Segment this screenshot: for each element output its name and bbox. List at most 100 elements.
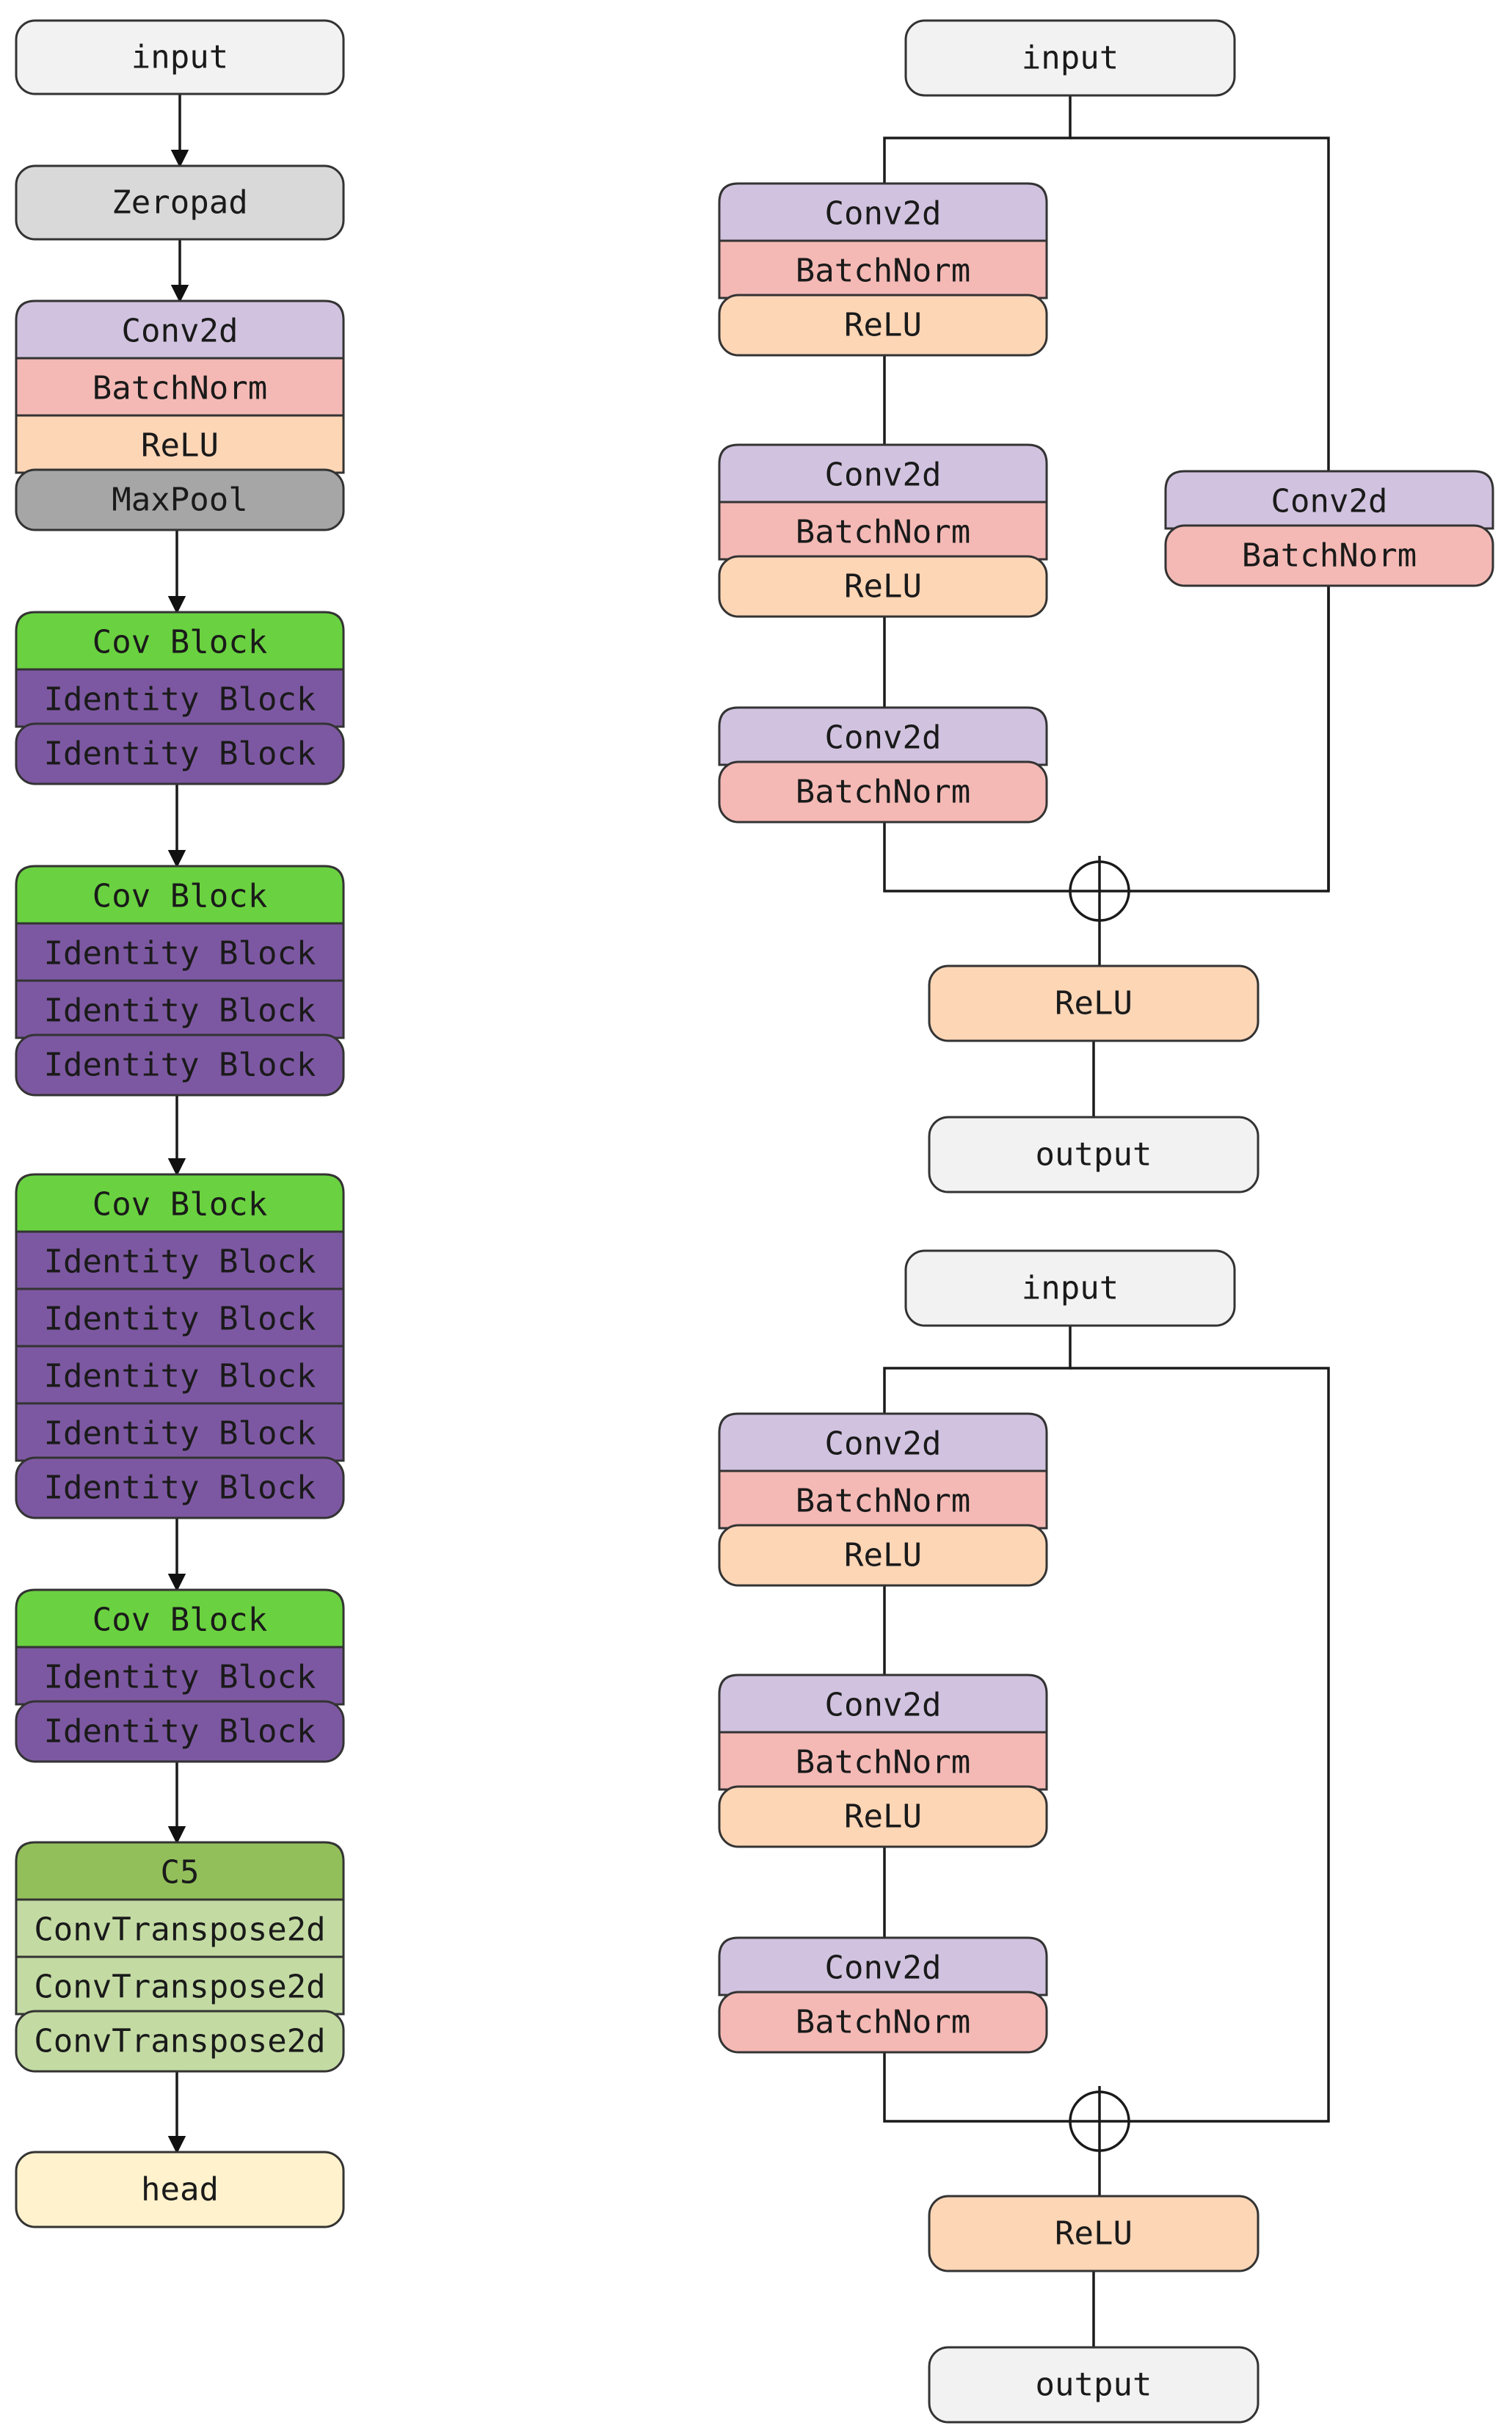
- conv_block-group2-batchnorm-label: BatchNorm: [796, 514, 970, 551]
- stem-maxpool-label: MaxPool: [112, 482, 247, 519]
- stem-relu-shape: [15, 414, 345, 474]
- conv_block-output-node-shape: [928, 1116, 1260, 1193]
- conv_block-add-cross: [1070, 862, 1129, 920]
- conv_block-shortcut-batchnorm-label: BatchNorm: [1242, 537, 1417, 575]
- stage3-identity-block-2-shape: [15, 1287, 345, 1348]
- stem-conv2d-label: Conv2d: [122, 313, 239, 350]
- convtranspose-2-label: ConvTranspose2d: [34, 1969, 325, 2006]
- stage4-identity-block-1-shape: [15, 1646, 345, 1706]
- convtranspose-1-label: ConvTranspose2d: [34, 1911, 325, 1949]
- identity_block-output-node: output: [928, 2346, 1260, 2424]
- identity_block-group2-conv2d-shape: [718, 1674, 1048, 1734]
- identity_block-group2-batchnorm-label: BatchNorm: [796, 1744, 970, 1781]
- conv_block-output-node-label: output: [1036, 1136, 1152, 1174]
- stage3-identity-block-5-label: Identity Block: [44, 1469, 316, 1507]
- identity_block-edge-main-join: [883, 2052, 1070, 2123]
- identity_block-group1-batchnorm-shape: [718, 1469, 1048, 1530]
- identity_block-add-cross: [1070, 2092, 1129, 2151]
- stage3-cov-block-label: Cov Block: [92, 1186, 267, 1224]
- identity_block-output-node-shape: [928, 2346, 1260, 2424]
- identity_block-group1-relu-label: ReLU: [844, 1537, 922, 1574]
- conv_block-group3-conv2d-shape: [718, 706, 1048, 766]
- stage1-identity-block-2-label: Identity Block: [44, 735, 316, 773]
- identity_block-input-node: input: [904, 1249, 1236, 1327]
- stage2-cov-block-shape: [15, 865, 345, 925]
- stage4-identity-block-2-label: Identity Block: [44, 1713, 316, 1751]
- identity_block-edge-input-skip: [1070, 1367, 1330, 2123]
- stage3-identity-block-1-shape: [15, 1230, 345, 1290]
- conv_block-input-node: input: [904, 19, 1236, 97]
- stage4-cov-block-shape: [15, 1588, 345, 1649]
- identity_block-group3-batchnorm-label: BatchNorm: [796, 2004, 970, 2041]
- identity_block-group3-conv2d-shape: [718, 1936, 1048, 1996]
- stage3-identity-block-3-shape: [15, 1345, 345, 1405]
- conv_block-group2-relu-shape: [718, 555, 1048, 618]
- zeropad-node-shape: [15, 164, 345, 241]
- stage4-identity-block-2-shape: [15, 1700, 345, 1763]
- head-node-shape: [15, 2151, 345, 2228]
- convtranspose-3-label: ConvTranspose2d: [34, 2023, 325, 2060]
- conv_block-group2-relu-label: ReLU: [844, 568, 922, 606]
- head-node-label: head: [141, 2171, 219, 2209]
- conv_block-input-node-label: input: [1022, 40, 1119, 77]
- stage3-identity-block-1-label: Identity Block: [44, 1243, 316, 1281]
- conv_block-group1-conv2d-label: Conv2d: [825, 195, 942, 233]
- identity_block-edge-input-main: [883, 1326, 1072, 1414]
- stem-conv2d-shape: [15, 299, 345, 360]
- identity_block-group1-relu-shape: [718, 1524, 1048, 1587]
- stage3-identity-block-5-shape: [15, 1456, 345, 1519]
- stage1-cov-block-label: Cov Block: [92, 624, 267, 661]
- stage4-identity-block-1-label: Identity Block: [44, 1659, 316, 1696]
- conv_block-edge-main-join: [883, 822, 1070, 893]
- stage3-identity-block-4-label: Identity Block: [44, 1415, 316, 1453]
- identity_block-group3-conv2d-label: Conv2d: [825, 1949, 942, 1987]
- stage3-identity-block-2-label: Identity Block: [44, 1301, 316, 1338]
- conv_block-shortcut-conv2d-label: Conv2d: [1271, 483, 1388, 520]
- identity_block-group1-conv2d-shape: [718, 1412, 1048, 1472]
- stage2-identity-block-3-shape: [15, 1033, 345, 1097]
- conv_block-group1-relu-shape: [718, 294, 1048, 357]
- stage3-identity-block-3-label: Identity Block: [44, 1358, 316, 1395]
- conv_block-shortcut-conv2d-shape: [1164, 470, 1494, 530]
- identity_block-relu-node-shape: [928, 2195, 1260, 2272]
- conv_block-relu-node: ReLU: [928, 964, 1260, 1042]
- conv_block-group1-conv2d-shape: [718, 182, 1048, 242]
- stage2-identity-block-1-label: Identity Block: [44, 935, 316, 973]
- identity_block-add-node: [1069, 2090, 1130, 2152]
- conv_block-group1-batchnorm-shape: [718, 239, 1048, 299]
- stage1-identity-block-1-label: Identity Block: [44, 681, 316, 719]
- conv_block-relu-node-label: ReLU: [1055, 985, 1133, 1022]
- stem-batchnorm-label: BatchNorm: [92, 370, 267, 407]
- conv_block-group2-conv2d-shape: [718, 443, 1048, 504]
- conv_block-group1-relu-label: ReLU: [844, 307, 922, 344]
- identity_block-relu-node-label: ReLU: [1055, 2215, 1133, 2253]
- conv_block-edge-input-main: [883, 95, 1072, 183]
- backbone-input-node-label: input: [131, 39, 228, 76]
- backbone-input-node: input: [15, 19, 345, 95]
- conv_block-group1-batchnorm-label: BatchNorm: [796, 252, 970, 290]
- c5-header-shape: [15, 1841, 345, 1901]
- stage2-identity-block-2-shape: [15, 979, 345, 1039]
- identity_block-group1-conv2d-label: Conv2d: [825, 1425, 942, 1463]
- convtranspose-2-shape: [15, 1955, 345, 2016]
- identity_block-group2-conv2d-label: Conv2d: [825, 1687, 942, 1724]
- stem-maxpool-shape: [15, 468, 345, 531]
- identity_block-input-node-shape: [904, 1249, 1236, 1327]
- conv_block-group3-batchnorm-shape: [718, 760, 1048, 824]
- backbone-input-node-shape: [15, 19, 345, 95]
- edges: [167, 94, 1330, 2347]
- stage1-identity-block-2-shape: [15, 722, 345, 785]
- nodes: inputZeropadConv2dBatchNormReLUMaxPoolCo…: [15, 19, 1494, 2424]
- conv_block-input-node-shape: [904, 19, 1236, 97]
- stage4-cov-block-label: Cov Block: [92, 1602, 267, 1639]
